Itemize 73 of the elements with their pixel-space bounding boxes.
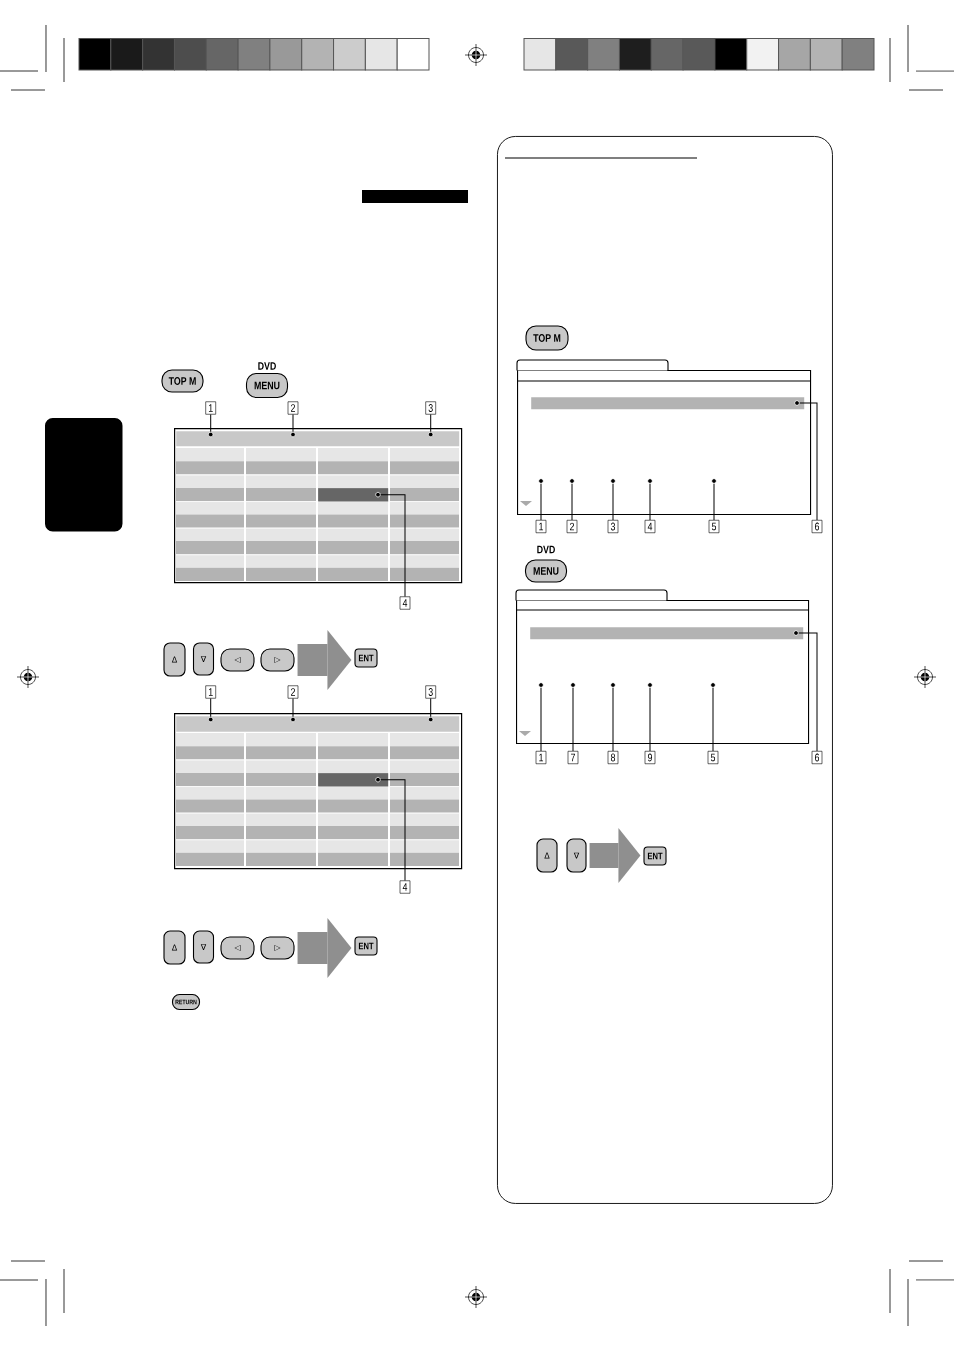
remote-button: TOP M	[525, 325, 569, 351]
callout-number: 7	[567, 750, 579, 765]
callout-number: 4	[644, 519, 656, 534]
leader-line	[540, 483, 542, 521]
leader-line	[572, 687, 574, 752]
leader-line	[540, 687, 542, 752]
highlight-bar	[531, 397, 805, 410]
callout-number: 9	[644, 750, 656, 765]
leader-line	[380, 494, 406, 597]
leader-line	[712, 687, 714, 752]
leader-line	[430, 698, 432, 718]
arrow-button: ◁	[220, 648, 255, 672]
remote-button: MENU	[524, 559, 568, 583]
arrow-button: Δ	[163, 930, 186, 965]
leader-line	[292, 698, 294, 718]
title-bar	[176, 716, 460, 732]
leader-line	[612, 483, 614, 521]
menu-screen	[174, 713, 463, 870]
arrow	[297, 918, 352, 978]
callout-number: 3	[425, 685, 436, 699]
rounded-panel	[497, 136, 833, 1204]
highlight-bar	[530, 627, 804, 640]
leader-line	[649, 483, 651, 521]
callout-number: 4	[399, 596, 411, 610]
menu-screen	[515, 589, 810, 745]
button-caption: DVD	[537, 545, 555, 554]
callout-number: 1	[205, 685, 216, 699]
leader-line	[571, 483, 573, 521]
enter-button: ENT	[354, 648, 378, 668]
arrow-button: ∇	[566, 838, 587, 873]
leader-line	[798, 632, 818, 752]
callout-number: 4	[399, 880, 411, 894]
enter-button: ENT	[354, 936, 378, 956]
callout-number: 3	[425, 401, 436, 415]
arrow	[297, 630, 352, 690]
callout-number: 3	[607, 519, 619, 534]
callout-number: 6	[811, 519, 823, 534]
callout-number: 5	[708, 519, 720, 534]
leader-line	[799, 402, 818, 521]
arrow	[589, 828, 641, 883]
callout-number: 2	[566, 519, 578, 534]
leader-line	[430, 414, 432, 433]
leader-line	[612, 687, 614, 752]
leader-line	[210, 414, 212, 433]
callout-number: 5	[707, 750, 719, 765]
remote-button: TOP M	[161, 369, 204, 393]
arrow-button: Δ	[163, 642, 186, 677]
side-tab	[45, 418, 123, 532]
remote-button: MENU	[245, 372, 289, 399]
arrow-button: ∇	[192, 930, 215, 964]
arrow-button: ∇	[192, 642, 215, 676]
leader-line	[713, 483, 715, 521]
arrow-button: ◁	[220, 936, 255, 960]
callout-number: 1	[535, 750, 547, 765]
arrow-button: ▷	[260, 936, 295, 960]
button-caption: DVD	[258, 362, 276, 370]
arrow-button: Δ	[536, 838, 558, 873]
highlighted-cell	[318, 488, 389, 502]
leader-line	[292, 414, 294, 433]
menu-screen	[516, 359, 812, 516]
callout-number: 6	[811, 750, 823, 765]
callout-number: 1	[205, 401, 216, 415]
enter-button: ENT	[643, 846, 667, 866]
callout-number: 2	[287, 685, 299, 699]
leader-line	[380, 779, 406, 881]
callout-number: 2	[287, 401, 299, 415]
leader-line	[210, 698, 212, 718]
arrow-button: ▷	[260, 648, 295, 672]
highlighted-cell	[318, 773, 389, 787]
callout-number: 8	[607, 750, 619, 765]
title-bar	[176, 431, 460, 447]
leader-line	[649, 687, 651, 752]
callout-number: 1	[535, 519, 547, 534]
